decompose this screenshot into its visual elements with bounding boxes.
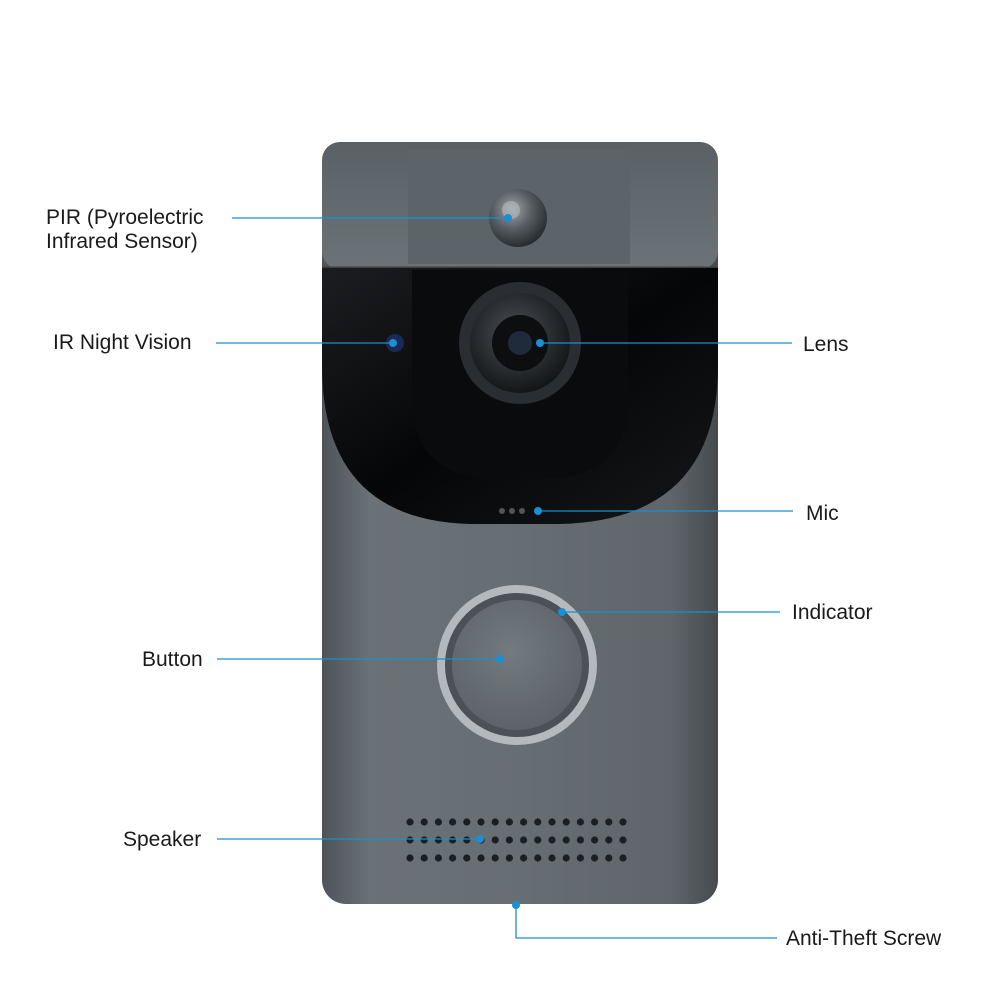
speaker-hole (491, 836, 499, 844)
callout-dot-lens (536, 339, 544, 347)
speaker-hole (420, 854, 428, 862)
speaker-hole (562, 854, 570, 862)
pir-sensor (489, 189, 547, 247)
speaker-hole (548, 818, 556, 826)
speaker-hole (477, 818, 485, 826)
callout-dot-mic (534, 507, 542, 515)
speaker-hole (520, 836, 528, 844)
speaker-hole (591, 836, 599, 844)
speaker-hole (605, 836, 613, 844)
speaker-hole (406, 836, 414, 844)
callout-dot-speaker (476, 835, 484, 843)
speaker-hole (534, 854, 542, 862)
callout-dot-button (496, 655, 504, 663)
speaker-hole (576, 818, 585, 826)
speaker-hole (491, 818, 499, 826)
speaker-hole (477, 854, 485, 862)
label-indicator: Indicator (792, 601, 873, 624)
speaker-hole (534, 818, 542, 826)
speaker-hole (520, 854, 528, 862)
speaker-hole (505, 854, 513, 862)
label-pir-line2: Infrared Sensor) (46, 230, 198, 253)
speaker-hole (591, 818, 599, 826)
speaker-hole (434, 818, 442, 826)
callout-dot-screw (512, 901, 520, 909)
speaker-hole (406, 854, 414, 862)
speaker-hole (562, 836, 570, 844)
speaker-hole (463, 854, 471, 862)
label-speaker: Speaker (123, 828, 202, 851)
speaker-hole (449, 836, 457, 844)
speaker-hole (520, 818, 528, 826)
speaker-hole (449, 854, 457, 862)
speaker-hole (605, 854, 613, 862)
speaker-hole (605, 818, 613, 826)
speaker-hole (406, 818, 414, 826)
label-anti-theft-screw: Anti-Theft Screw (786, 927, 942, 950)
speaker-hole (505, 818, 513, 826)
callout-dot-ir (389, 339, 397, 347)
speaker-hole (420, 836, 428, 844)
label-ir-night-vision: IR Night Vision (53, 331, 192, 354)
speaker-hole (619, 818, 627, 826)
speaker-hole (463, 836, 471, 844)
speaker-hole (548, 854, 556, 862)
speaker-hole (576, 836, 585, 844)
callout-dot-indicator (558, 608, 566, 616)
speaker-hole (534, 836, 542, 844)
callout-line-screw (515, 905, 777, 939)
speaker-hole (576, 854, 585, 862)
speaker-hole (434, 854, 442, 862)
speaker-hole (619, 854, 627, 862)
label-mic: Mic (806, 502, 839, 525)
callout-dot-pir (504, 214, 512, 222)
label-lens: Lens (803, 333, 849, 356)
label-button: Button (142, 648, 203, 671)
speaker-hole (449, 818, 457, 826)
speaker-hole (463, 818, 471, 826)
label-pir-line1: PIR (Pyroelectric (46, 206, 204, 229)
speaker-hole (420, 818, 428, 826)
speaker-hole (591, 854, 599, 862)
speaker-hole (562, 818, 570, 826)
speaker-grille (406, 818, 627, 862)
speaker-hole (491, 854, 499, 862)
speaker-hole (619, 836, 627, 844)
speaker-hole (548, 836, 556, 844)
speaker-hole (505, 836, 513, 844)
mic-hole (499, 508, 505, 514)
speaker-hole (434, 836, 442, 844)
